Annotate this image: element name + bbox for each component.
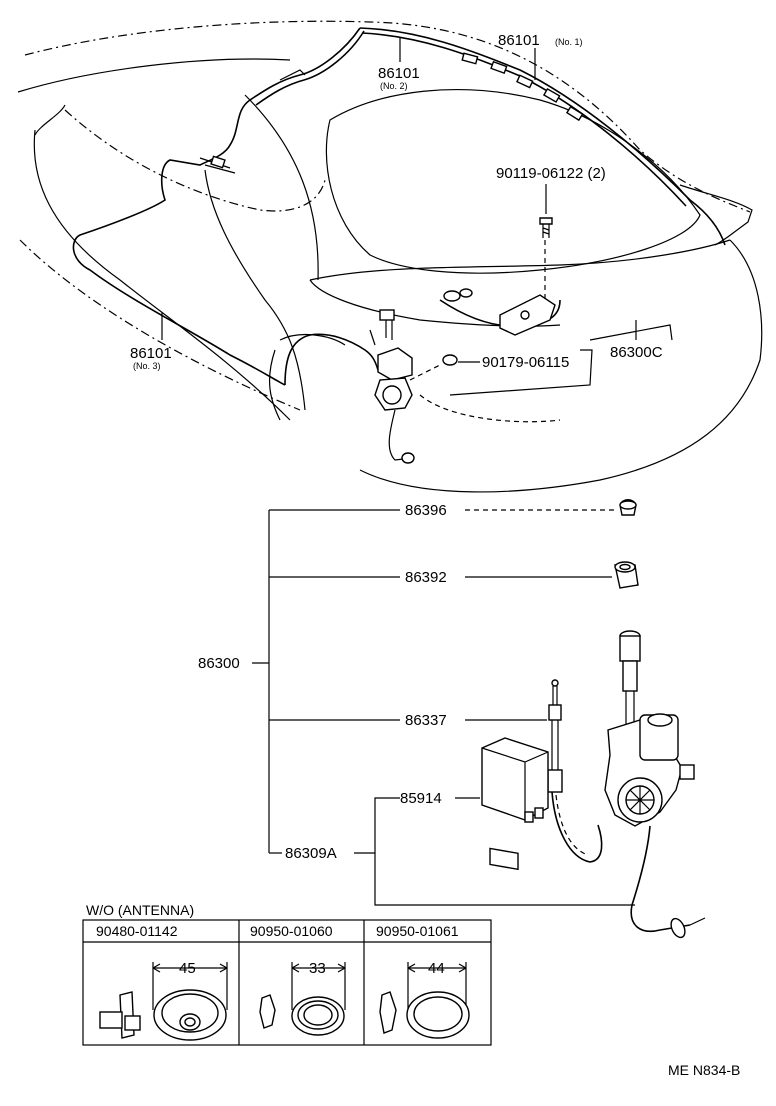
callout-labels: 86101 (No. 1) 86101 (No. 2) 86101 (No. 3… [130, 32, 663, 862]
label-85914: 85914 [400, 790, 442, 807]
wo-plug-44: 44 [379, 960, 470, 1039]
wo-col2-dim: 33 [309, 960, 326, 977]
part-86396-grommet [619, 499, 637, 516]
antenna-cable-no2 [72, 27, 365, 386]
wo-antenna-table: W/O (ANTENNA) 90480-01142 90950-01060 90… [82, 902, 492, 1046]
label-90179: 90179-06115 [482, 354, 569, 371]
label-86300: 86300 [198, 655, 240, 672]
label-86101-no2: 86101 [378, 65, 420, 82]
part-86309A-motor [604, 630, 706, 939]
label-86101-no1: 86101 [498, 32, 540, 49]
label-86101-no1-sub: (No. 1) [555, 37, 583, 47]
antenna-cable-no1 [359, 27, 726, 246]
antenna-bracket [439, 217, 561, 336]
label-90119: 90119-06122 (2) [496, 165, 606, 182]
wo-col3-dim: 44 [428, 960, 445, 977]
wo-table-title: W/O (ANTENNA) [86, 902, 194, 918]
wo-col1-dim: 45 [179, 960, 196, 977]
antenna-motor-installed [369, 309, 458, 464]
wo-col2-part: 90950-01060 [250, 923, 333, 939]
label-86101-no3: 86101 [130, 345, 172, 362]
label-86309A: 86309A [285, 845, 337, 862]
part-86392-nut [614, 561, 639, 589]
label-86101-no2-sub: (No. 2) [380, 81, 408, 91]
part-tree-lines [252, 509, 635, 906]
label-86396: 86396 [405, 502, 447, 519]
label-86392: 86392 [405, 569, 447, 586]
part-85914-relay [481, 737, 549, 871]
label-86101-no3-sub: (No. 3) [133, 361, 161, 371]
wo-col3-part: 90950-01061 [376, 923, 459, 939]
wo-plug-33: 33 [259, 960, 346, 1036]
label-86300C: 86300C [610, 344, 663, 361]
part-86337-mast [547, 679, 603, 863]
wo-col1-part: 90480-01142 [96, 923, 178, 939]
car-body-outline [17, 20, 763, 493]
label-86337: 86337 [405, 712, 447, 729]
wo-plug-45: 45 [99, 960, 228, 1041]
antenna-cable-no3 [284, 333, 379, 386]
figure-code: ME N834-B [668, 1062, 740, 1078]
